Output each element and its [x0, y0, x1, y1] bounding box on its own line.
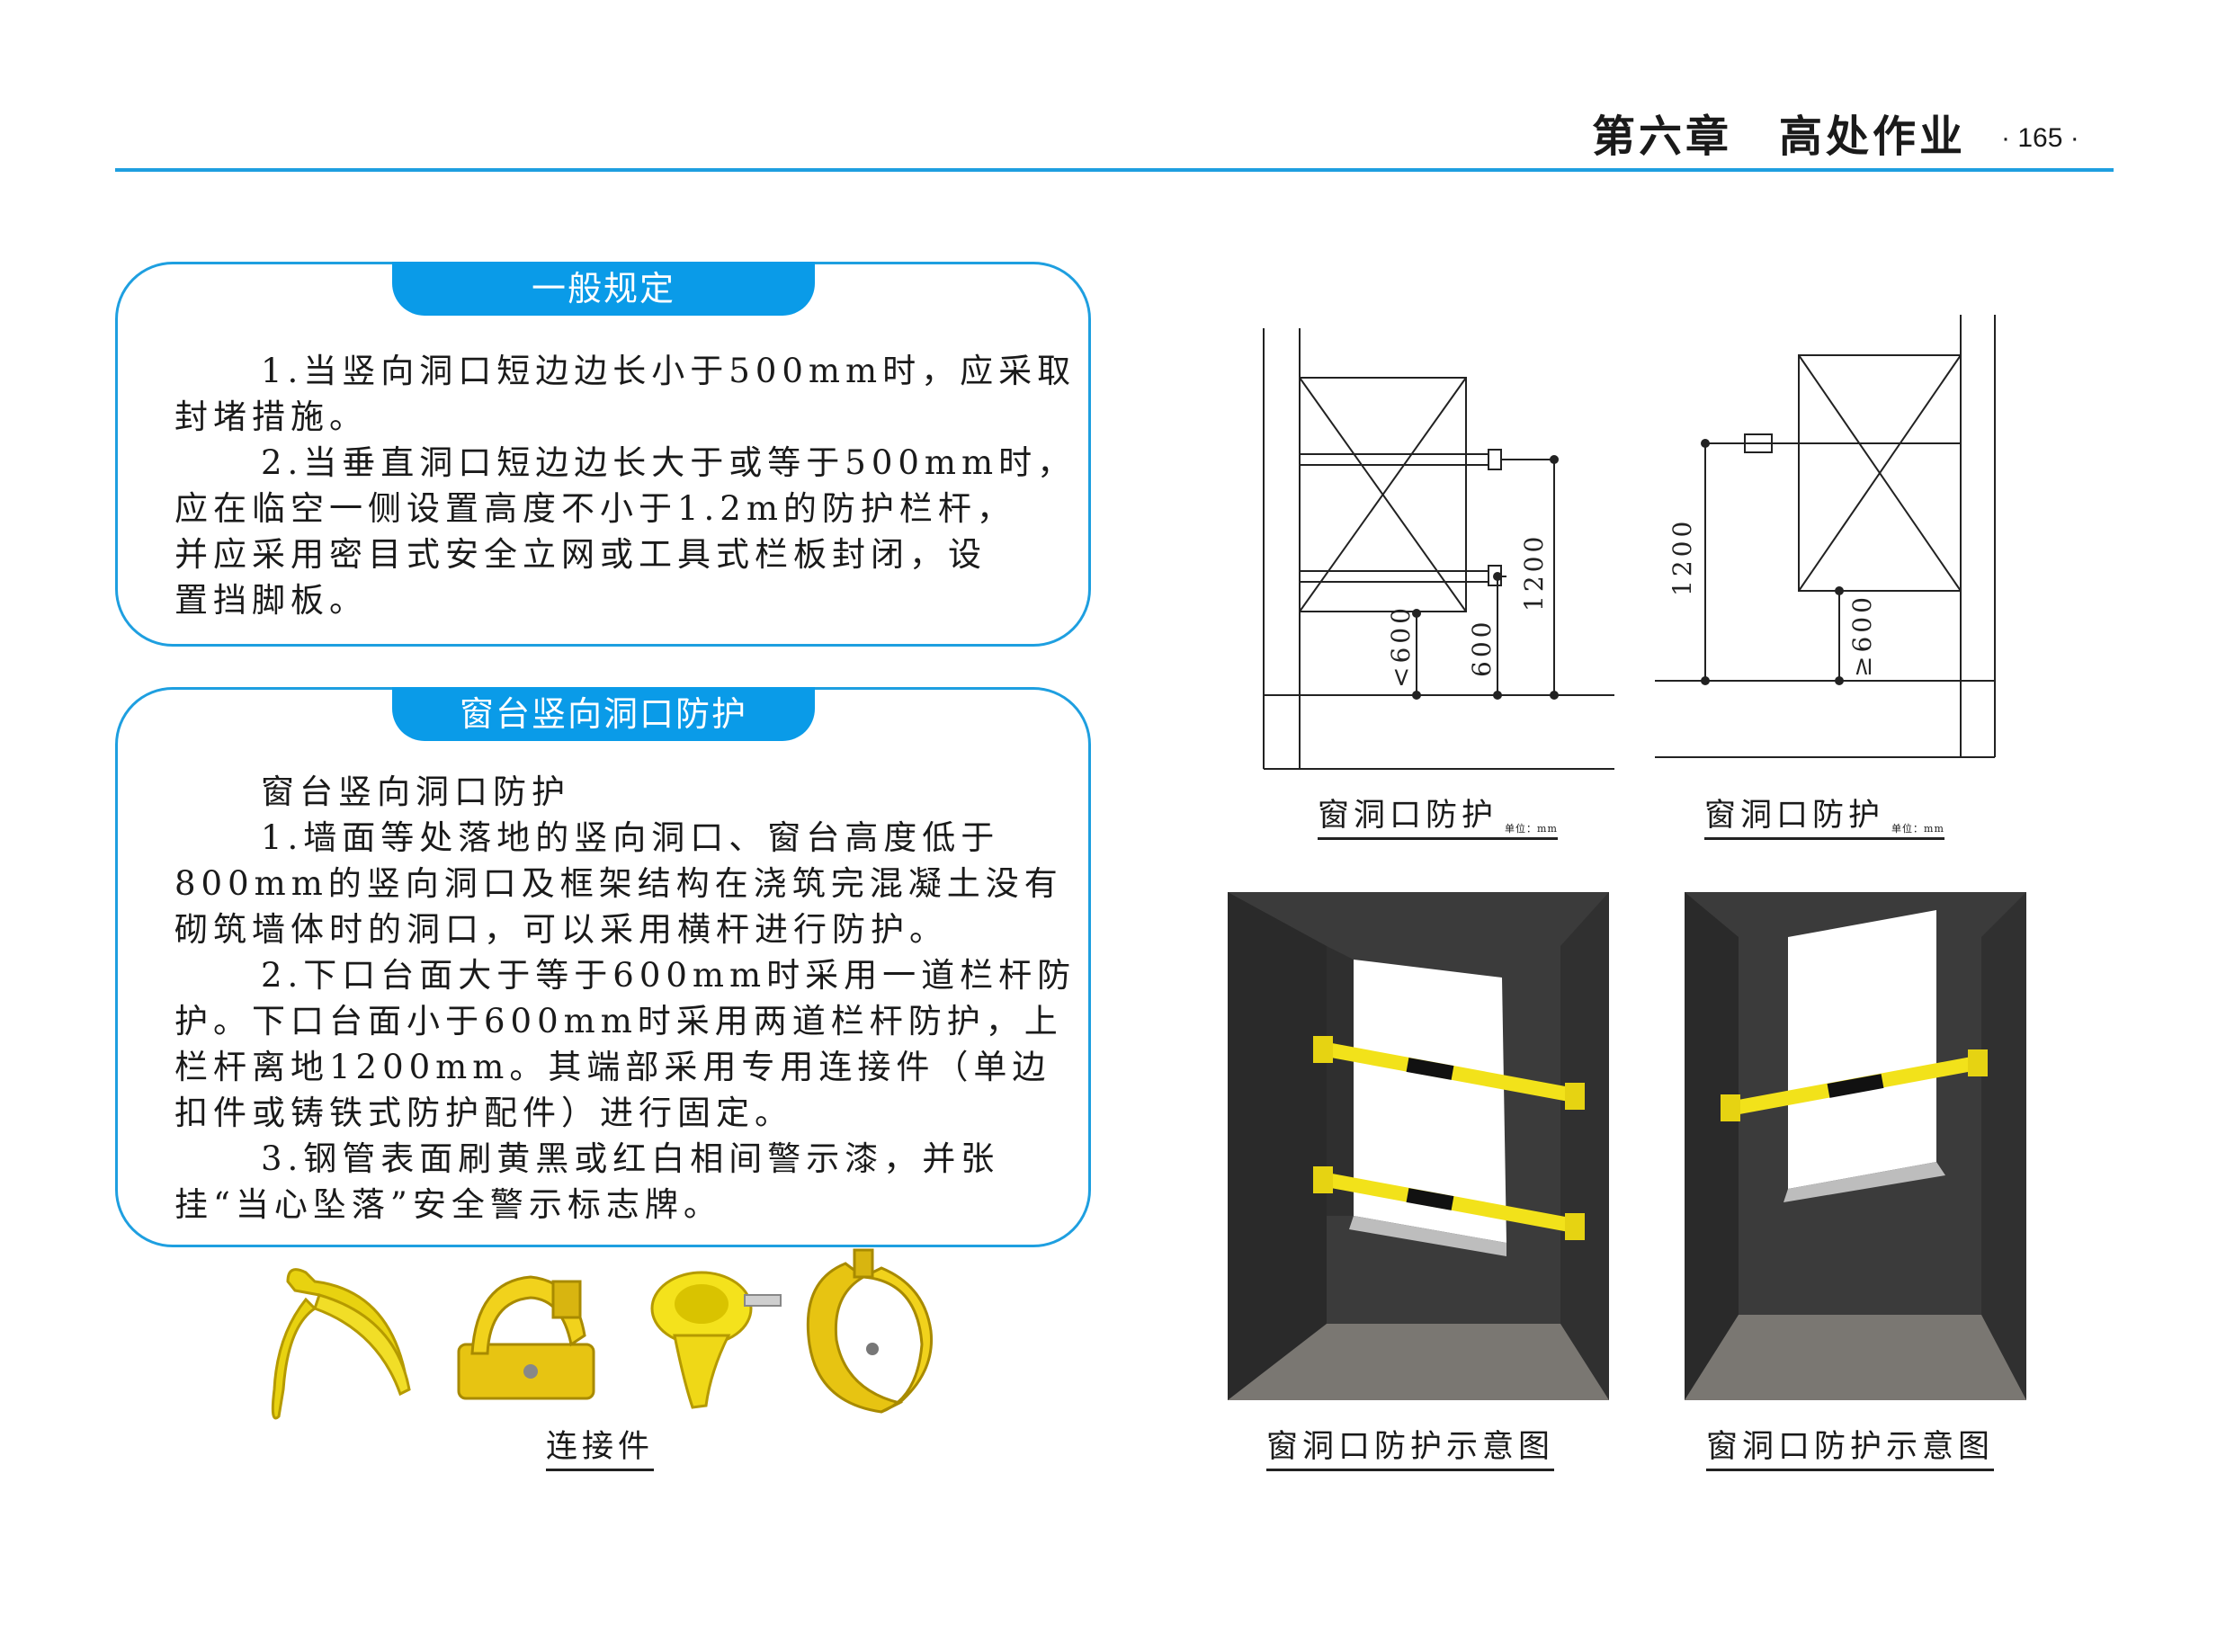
left-technical-drawing: <600 600 1200: [1263, 328, 1614, 770]
rule-line: 3.钢管表面刷黄黑或红白相间警示漆，并张: [261, 1139, 1000, 1178]
right-illustration-caption: 窗洞口防护示意图: [1706, 1421, 1995, 1471]
dim-high-label: 1200: [1519, 533, 1549, 612]
left-drawing-caption-text: 窗洞口防护: [1318, 798, 1498, 834]
rule-line: 挂“当心坠落”安全警示标志牌。: [174, 1185, 722, 1224]
right-drawing-caption: 窗洞口防护单位：mm: [1704, 790, 1944, 840]
rule-line: 扣件或铸铁式防护配件）进行固定。: [174, 1094, 793, 1132]
clamp-with-base-icon: [457, 1275, 595, 1400]
general-rules-box: [115, 262, 1091, 647]
window-protection-text: 窗台竖向洞口防护 1.墙面等处落地的竖向洞口、窗台高度低于 800mm的竖向洞口…: [174, 769, 1076, 1228]
rule-line: 置挡脚板。: [174, 581, 368, 620]
page-number: · 165 ·: [2001, 123, 2079, 153]
dim-high-label: 1200: [1667, 518, 1697, 596]
u-clamp-icon: [271, 1268, 411, 1420]
rule-line: 砌筑墙体时的洞口，可以采用横杆进行防护。: [174, 910, 948, 949]
rule-line: 护。下口台面小于600mm时采用两道栏杆防护，上: [174, 1002, 1063, 1040]
general-rules-text: 1.当竖向洞口短边边长小于500mm时，应采取 封堵措施。 2.当垂直洞口短边边…: [174, 348, 1076, 623]
right-drawing-caption-text: 窗洞口防护: [1704, 798, 1885, 834]
rule-line: 1.墙面等处落地的竖向洞口、窗台高度低于: [261, 818, 1000, 857]
left-drawing-unit: 单位：mm: [1505, 823, 1558, 835]
rule-line: 封堵措施。: [174, 397, 368, 436]
window-protection-title: 窗台竖向洞口防护: [392, 687, 815, 741]
connector-images: [271, 1248, 934, 1420]
general-rules-title: 一般规定: [392, 262, 815, 316]
rule-line: 2.当垂直洞口短边边长大于或等于500mm时，: [261, 443, 1077, 482]
header-rule: [115, 168, 2114, 172]
left-window-illustration: [1228, 892, 1609, 1400]
right-window-illustration: [1685, 892, 2026, 1400]
dim-low-label: ≥600: [1847, 594, 1877, 677]
dim-low-label: <600: [1386, 604, 1416, 688]
connectors-caption: 连接件: [546, 1421, 655, 1471]
right-technical-drawing: 1200 ≥600: [1655, 315, 1996, 758]
chapter-title: 第六章 高处作业: [1592, 112, 1967, 162]
rule-line: 800mm的竖向洞口及框架结构在浇筑完混凝土没有: [174, 864, 1063, 903]
dim-mid-label: 600: [1467, 619, 1497, 677]
rule-line: 栏杆离地1200mm。其端部采用专用连接件（单边: [174, 1048, 1051, 1086]
rule-line: 2.下口台面大于等于600mm时采用一道栏杆防: [261, 956, 1077, 995]
right-drawing-unit: 单位：mm: [1891, 823, 1944, 835]
rule-line: 应在临空一侧设置高度不小于1.2m的防护栏杆，: [174, 489, 1015, 528]
rule-line: 窗台竖向洞口防护: [261, 772, 570, 811]
hinged-clamp-icon: [806, 1248, 934, 1414]
window-protection-box: [115, 687, 1091, 1247]
left-illustration-caption: 窗洞口防护示意图: [1266, 1421, 1555, 1471]
cast-fitting-icon: [650, 1271, 782, 1409]
rule-line: 1.当竖向洞口短边边长小于500mm时，应采取: [261, 352, 1077, 390]
rule-line: 并应采用密目式安全立网或工具式栏板封闭，设: [174, 535, 987, 574]
left-drawing-caption: 窗洞口防护单位：mm: [1318, 790, 1558, 840]
